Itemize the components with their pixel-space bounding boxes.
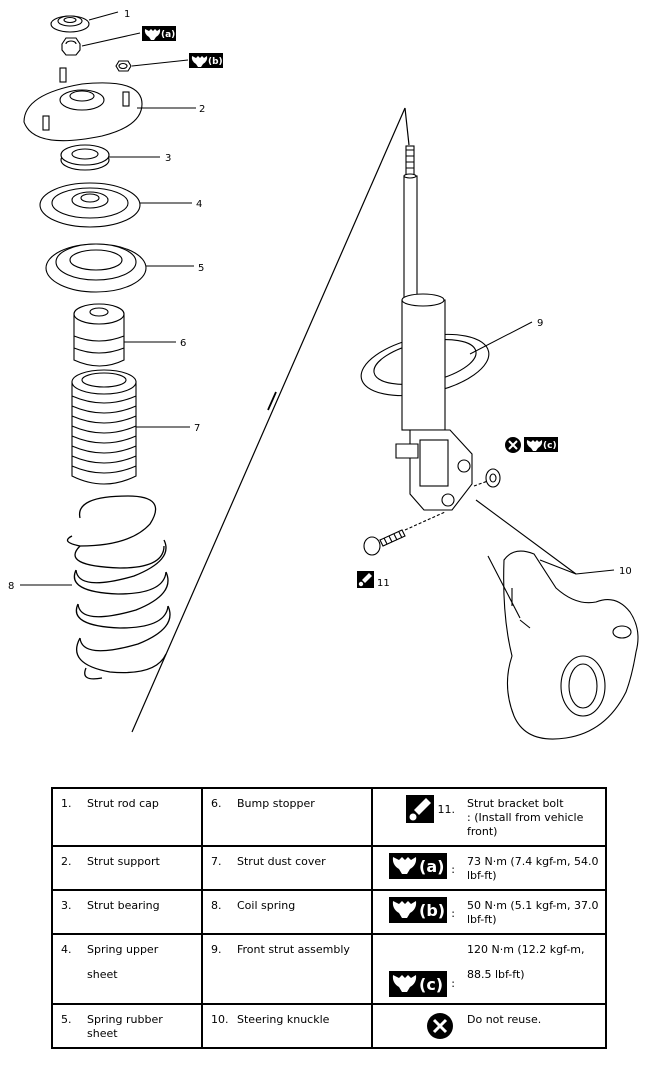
torque-wrench-icon: (c) [389,971,448,997]
torque-symbol-c: (c) : [379,941,455,997]
front-strut-assembly [360,145,490,511]
grease-apply-icon [405,795,434,823]
legend-text-cont: sheet [87,968,118,981]
strut-support [23,67,143,142]
legend-number: 10. [211,1013,229,1026]
legend-description: Do not reuse. [467,1013,542,1026]
callout-10: 10 [619,566,632,577]
callout-2: 2 [199,104,205,115]
grease-apply-symbol: 11. [379,795,455,839]
legend-description: Strut bracket bolt [467,797,564,810]
explode-line [131,107,410,733]
legend-number: 8. [211,899,222,912]
legend-row: 3. Strut bearing 8. Coil spring (b) : 50 N… [51,889,607,935]
legend-row: 4. Spring upper sheet 9. Front strut assem… [51,933,607,1005]
legend-description: 73 N·m (7.4 kgf-m, 54.0 lbf-ft) [467,855,599,882]
torque-symbol-label: (a) [419,857,444,876]
legend-text: Strut dust cover [237,855,326,868]
legend-number: 4. [61,943,72,956]
do-not-reuse-icon [427,1013,453,1039]
torque-wrench-icon: (b) [389,897,448,923]
coil-spring [66,495,171,680]
legend-number: 2. [61,855,72,868]
legend-number: 7. [211,855,222,868]
callout-9: 9 [537,318,543,329]
steering-knuckle [503,550,639,740]
strut-bracket-bolt [363,511,446,556]
torque-symbol-label: (b) [419,901,445,920]
leader-lines [20,11,615,586]
upper-nut [61,37,81,56]
grease-symbol-label: 11. [437,803,456,816]
torque-symbol-a: (a) : [379,853,455,883]
legend-row: 1. Strut rod cap 6. Bump stopper 11. Strut… [51,787,607,847]
bump-stopper [73,303,125,367]
legend-number: 6. [211,797,222,810]
legend-description-cont: 88.5 lbf-ft) [467,968,525,981]
callout-5: 5 [198,263,204,274]
legend-description: 50 N·m (5.1 kgf-m, 37.0 lbf-ft) [467,899,599,926]
legend-text: Strut rod cap [87,797,159,810]
legend-text: Steering knuckle [237,1013,330,1026]
torque-tag-a-label: (a) [161,30,175,40]
strut-bearing [60,144,110,171]
torque-tag-a: (a) [142,26,176,41]
legend-row: 5. Spring rubber sheet 10. Steering knuckl… [51,1003,607,1049]
grease-apply-icon [357,571,374,588]
legend-number: 5. [61,1013,72,1026]
torque-symbol-label: (c) [419,975,443,994]
callout-1: 1 [124,9,130,20]
callout-7: 7 [194,423,200,434]
torque-symbol-b: (b) : [379,897,455,927]
legend-text: Bump stopper [237,797,315,810]
strut-dust-cover [71,369,137,485]
legend-description: 120 N·m (12.2 kgf-m, [467,943,585,956]
torque-tag-c-label: (c) [543,441,557,451]
callout-8: 8 [8,581,14,592]
strut-rod-cap [50,15,90,33]
do-not-reuse-icon [505,437,521,453]
mount-nut [115,60,132,72]
torque-tag-b: (b) [189,53,223,68]
knuckle-guide-lines [475,499,577,619]
do-not-reuse-symbol [379,1011,455,1041]
legend-number: 3. [61,899,72,912]
legend-text: Strut support [87,855,160,868]
callout-11: 11 [377,578,390,589]
legend-text: Coil spring [237,899,296,912]
bracket-nut [473,468,501,488]
torque-tag-b-label: (b) [208,57,223,67]
legend-text: Spring upper [87,943,159,956]
legend-text: Spring rubber sheet [87,1013,163,1040]
spring-rubber-seat [45,243,147,293]
legend-table: 1. Strut rod cap 6. Bump stopper 11. Strut… [51,787,607,1049]
torque-wrench-icon: (a) [389,853,448,879]
spring-upper-seat [39,182,141,228]
legend-description-note: : (Install from vehicle front) [467,811,584,838]
legend-row: 2. Strut support 7. Strut dust cover (a) :… [51,845,607,891]
legend-number: 1. [61,797,72,810]
callout-4: 4 [196,199,202,210]
strut-exploded-diagram: 1 2 3 4 5 6 7 8 9 10 11 (a) (b) (c) [8,9,639,740]
callout-6: 6 [180,338,186,349]
legend-number: 9. [211,943,222,956]
legend-text: Front strut assembly [237,943,350,956]
torque-tag-c: (c) [524,437,558,452]
callout-3: 3 [165,153,171,164]
legend-text: Strut bearing [87,899,160,912]
